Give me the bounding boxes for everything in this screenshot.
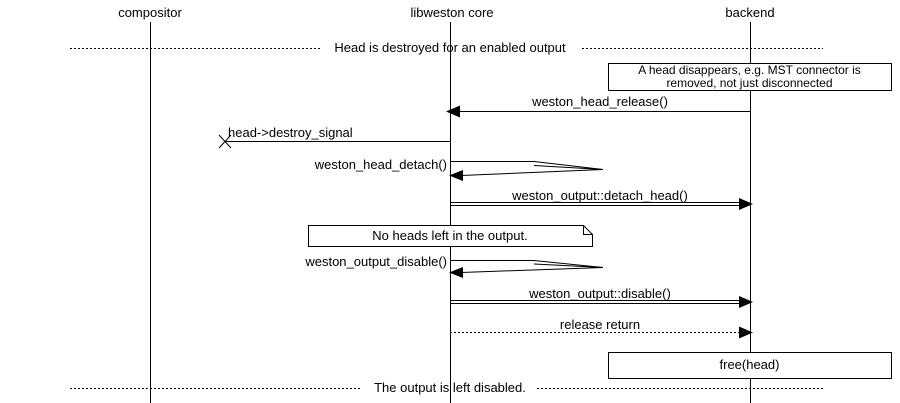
message-head-detach-label: weston_head_detach() — [314, 157, 447, 172]
note-head-disappears-line1: A head disappears, e.g. MST connector is — [638, 63, 861, 77]
message-output-disable-label: weston_output_disable() — [305, 254, 447, 269]
note-no-heads-text: No heads left in the output. — [372, 228, 528, 243]
arrow-release-return — [450, 326, 753, 339]
note-head-disappears-text: A head disappears, e.g. MST connector is… — [608, 64, 891, 90]
divider-top-label: Head is destroyed for an enabled output — [334, 40, 566, 55]
note-head-disappears-box — [608, 63, 892, 91]
message-release-return-label: release return — [559, 317, 641, 332]
participant-backend: backend — [725, 5, 775, 20]
message-detach-head-label: weston_output::detach_head() — [512, 188, 688, 203]
message-disable-label: weston_output::disable() — [529, 286, 671, 301]
arrow-destroy-signal — [218, 134, 450, 149]
divider-bottom-label: The output is left disabled. — [374, 380, 526, 395]
message-destroy-signal-label: head->destroy_signal — [228, 125, 353, 140]
participant-libweston-core: libweston core — [410, 5, 494, 20]
arrow-head-release — [446, 105, 750, 118]
note-free-head-box — [608, 352, 892, 379]
note-head-disappears-line2: removed, not just disconnected — [666, 76, 833, 90]
arrow-detach-head — [450, 198, 753, 210]
note-no-heads-box — [308, 225, 593, 247]
arrow-disable — [450, 296, 753, 308]
message-head-release-label: weston_head_release() — [532, 94, 668, 109]
note-free-head-text: free(head) — [719, 357, 780, 372]
arrow-output-disable-self — [449, 260, 604, 278]
participant-compositor: compositor — [118, 5, 182, 20]
arrow-head-detach-self — [449, 161, 604, 181]
